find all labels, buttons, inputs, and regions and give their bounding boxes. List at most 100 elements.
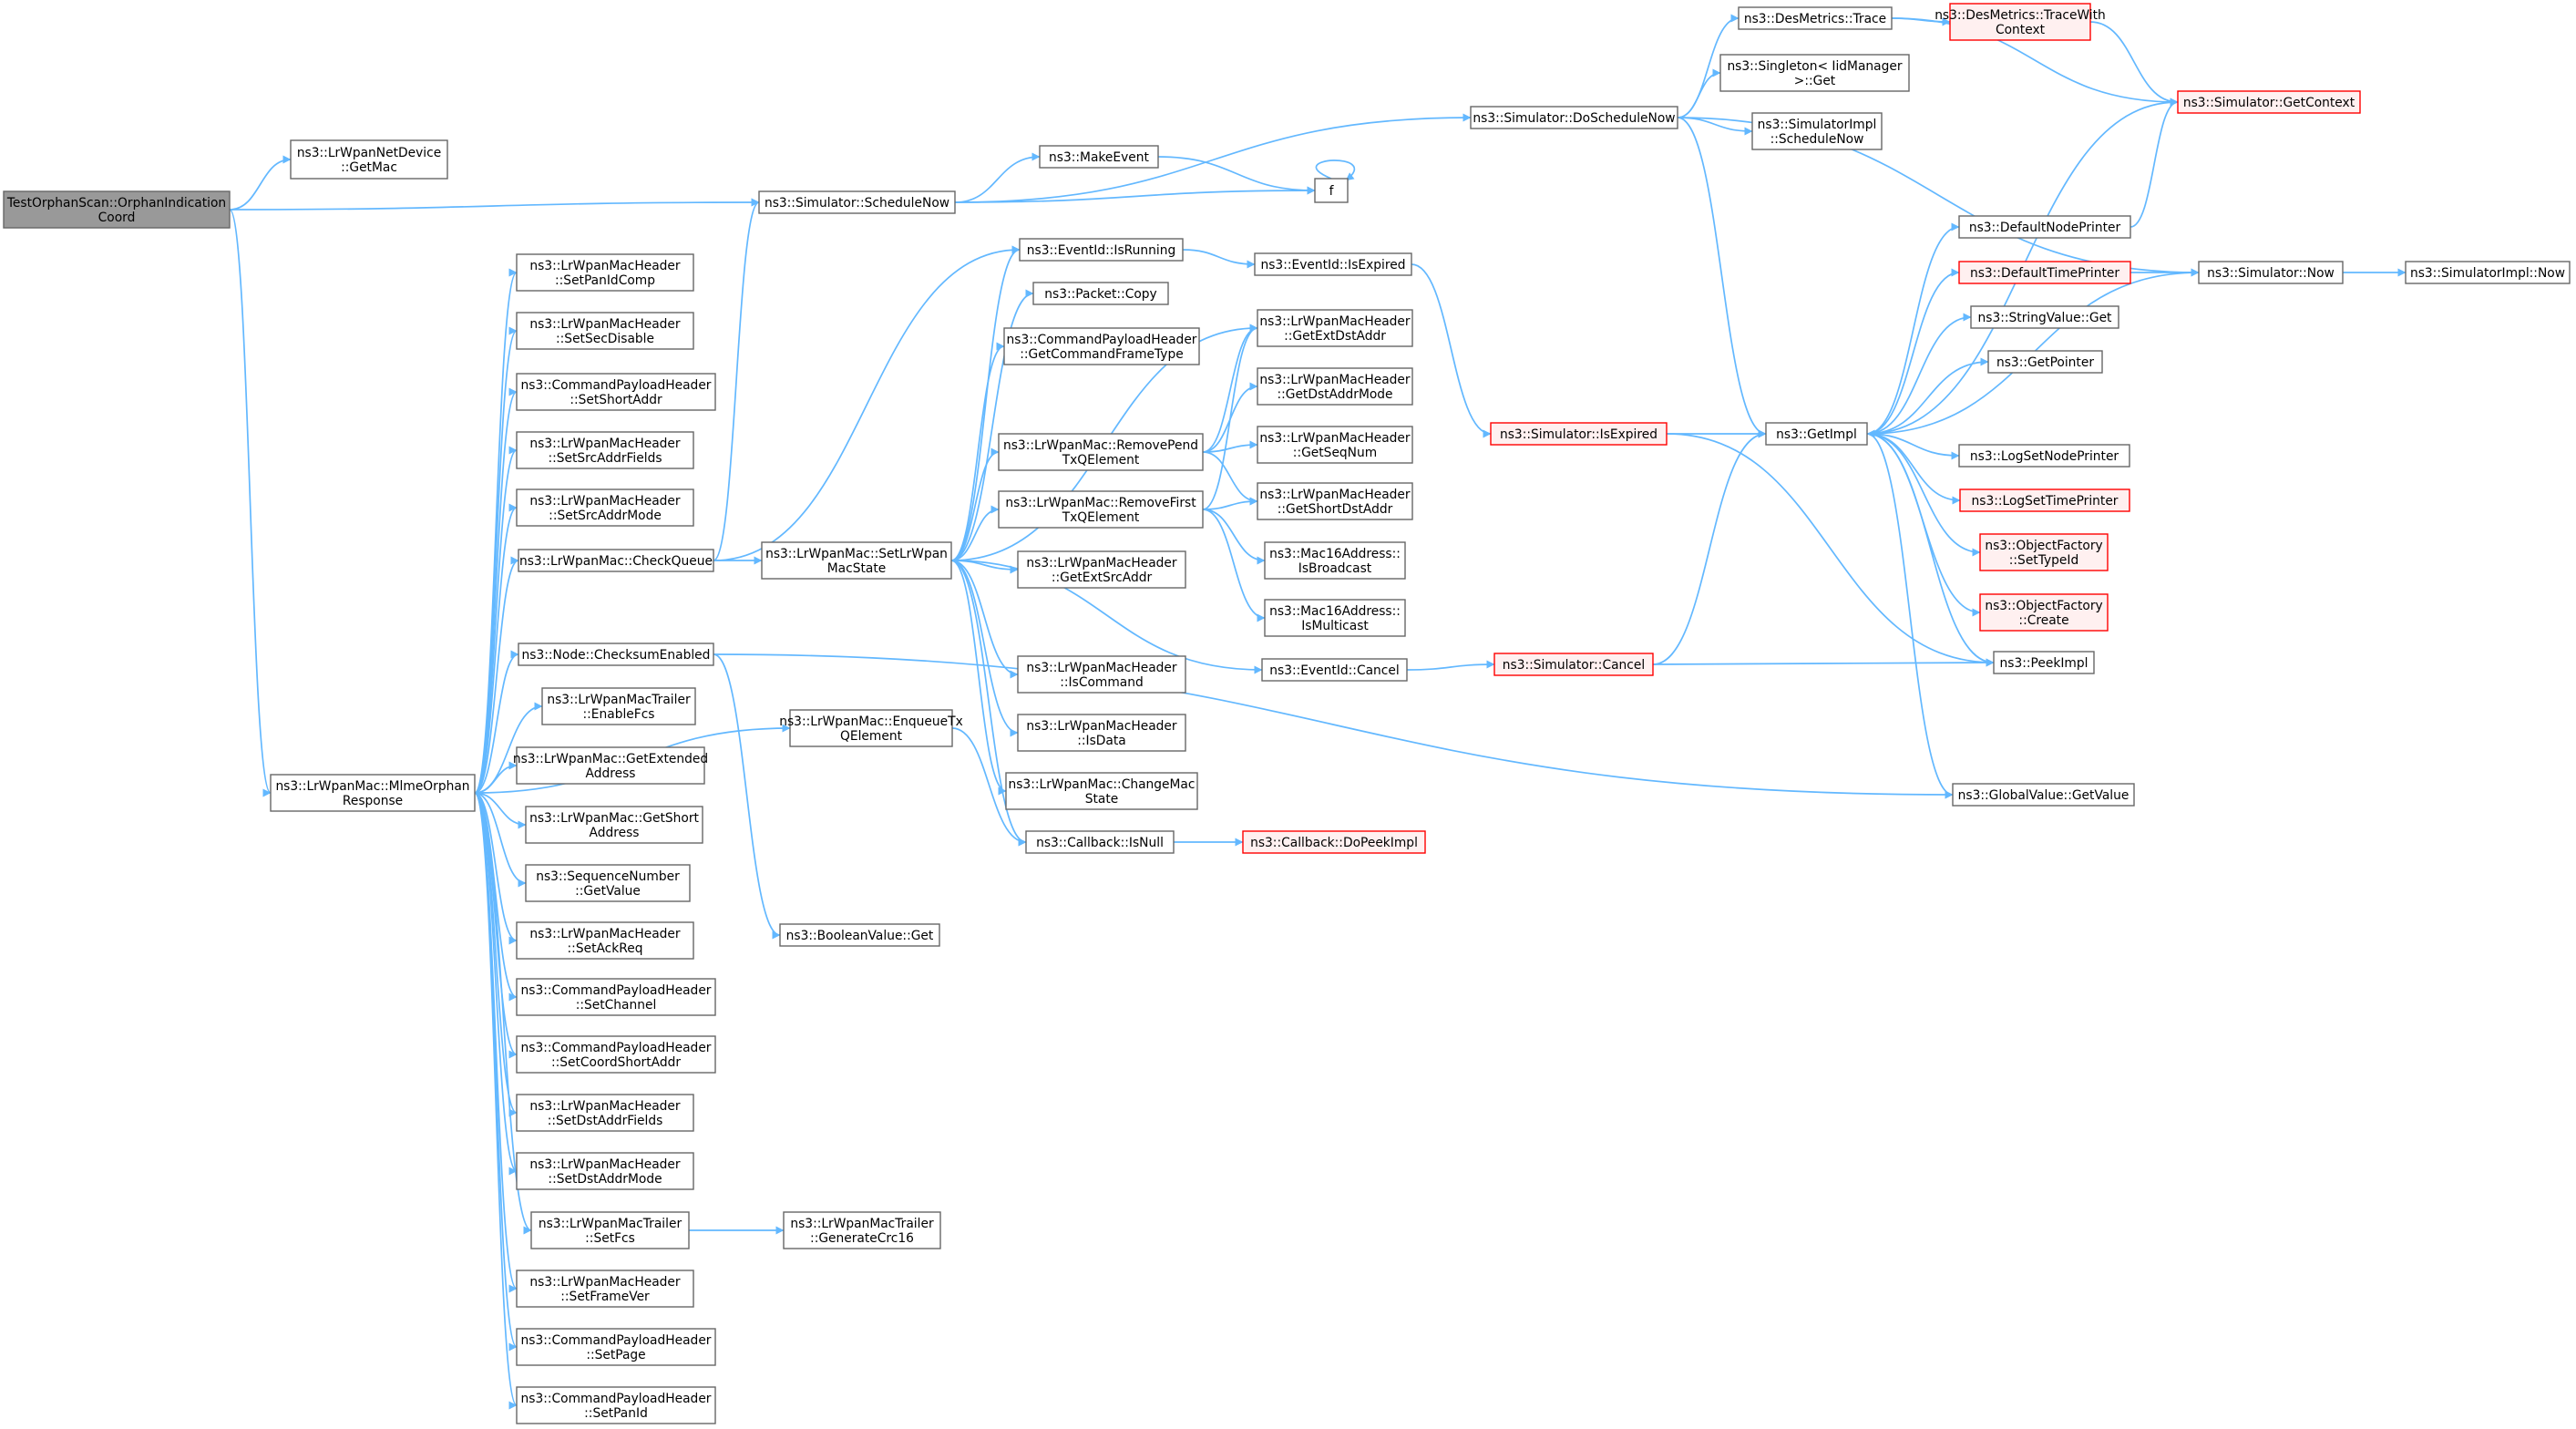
node-box[interactable] — [525, 806, 703, 844]
node-panidcomp[interactable]: ns3::LrWpanMacHeader::SetPanIdComp — [516, 253, 694, 292]
node-box[interactable] — [1003, 327, 1200, 365]
node-cbpeek[interactable]: ns3::Callback::DoPeekImpl — [1242, 830, 1426, 854]
node-box[interactable] — [516, 921, 694, 960]
node-extsrc[interactable]: ns3::LrWpanMacHeader::GetExtSrcAddr — [1017, 550, 1186, 589]
node-box[interactable] — [516, 253, 694, 292]
node-box[interactable] — [541, 687, 696, 725]
node-box[interactable] — [1264, 541, 1406, 580]
node-implnow[interactable]: ns3::SimulatorImpl::Now — [2405, 261, 2571, 284]
node-secdis[interactable]: ns3::LrWpanMacHeader::SetSecDisable — [516, 312, 694, 350]
node-evcancel[interactable]: ns3::EventId::Cancel — [1261, 658, 1408, 682]
node-box[interactable] — [516, 978, 716, 1016]
node-box[interactable] — [761, 541, 952, 580]
node-box[interactable] — [1257, 482, 1413, 520]
node-box[interactable] — [1493, 653, 1654, 676]
node-box[interactable] — [1979, 533, 2109, 571]
node-f[interactable]: f — [1314, 178, 1349, 203]
node-box[interactable] — [530, 1211, 690, 1249]
node-cmdshort[interactable]: ns3::CommandPayloadHeader::SetShortAddr — [516, 373, 716, 411]
node-singleton[interactable]: ns3::Singleton< IidManager>::Get — [1719, 54, 1910, 92]
node-box[interactable] — [1958, 215, 2131, 239]
node-box[interactable] — [783, 1211, 941, 1249]
node-isbcast[interactable]: ns3::Mac16Address::IsBroadcast — [1264, 541, 1406, 580]
node-box[interactable] — [1959, 488, 2130, 512]
node-box[interactable] — [1019, 238, 1184, 262]
node-coordshort[interactable]: ns3::CommandPayloadHeader::SetCoordShort… — [516, 1035, 716, 1074]
node-isdata[interactable]: ns3::LrWpanMacHeader::IsData — [1017, 714, 1186, 752]
node-box[interactable] — [1738, 6, 1893, 30]
node-pcopy[interactable]: ns3::Packet::Copy — [1032, 282, 1169, 305]
node-seqval[interactable]: ns3::SequenceNumber::GetValue — [525, 864, 691, 902]
node-create[interactable]: ns3::ObjectFactory::Create — [1979, 593, 2109, 632]
node-implsched[interactable]: ns3::SimulatorImpl::ScheduleNow — [1751, 112, 1883, 150]
node-box[interactable] — [525, 864, 691, 902]
node-box[interactable] — [2405, 261, 2571, 284]
node-dstmodeset[interactable]: ns3::LrWpanMacHeader::SetDstAddrMode — [516, 1152, 694, 1190]
node-box[interactable] — [1254, 252, 1412, 276]
node-lognode[interactable]: ns3::LogSetNodePrinter — [1958, 444, 2130, 468]
node-getimpl[interactable]: ns3::GetImpl — [1765, 422, 1868, 446]
node-box[interactable] — [1314, 178, 1349, 203]
node-extdst[interactable]: ns3::LrWpanMacHeader::GetExtDstAddr — [1257, 309, 1413, 347]
node-ismcast[interactable]: ns3::Mac16Address::IsMulticast — [1264, 599, 1406, 637]
node-box[interactable] — [516, 1152, 694, 1190]
node-peekimpl[interactable]: ns3::PeekImpl — [1993, 651, 2095, 674]
node-box[interactable] — [3, 190, 231, 229]
node-box[interactable] — [516, 1094, 694, 1132]
node-box[interactable] — [516, 1270, 694, 1308]
node-box[interactable] — [1470, 106, 1678, 129]
node-box[interactable] — [516, 1328, 716, 1366]
node-crc16[interactable]: ns3::LrWpanMacTrailer::GenerateCrc16 — [783, 1211, 941, 1249]
node-box[interactable] — [1017, 550, 1186, 589]
node-box[interactable] — [1987, 350, 2103, 374]
node-cbnull[interactable]: ns3::Callback::IsNull — [1025, 830, 1175, 854]
node-box[interactable] — [516, 431, 694, 469]
node-box[interactable] — [2198, 261, 2344, 284]
node-iscmd[interactable]: ns3::LrWpanMacHeader::IsCommand — [1017, 655, 1186, 694]
node-box[interactable] — [1958, 261, 2131, 284]
node-getptr[interactable]: ns3::GetPointer — [1987, 350, 2103, 374]
node-box[interactable] — [2177, 90, 2361, 114]
node-schednow[interactable]: ns3::Simulator::ScheduleNow — [758, 190, 956, 214]
node-box[interactable] — [1257, 367, 1413, 406]
node-box[interactable] — [1719, 54, 1910, 92]
node-box[interactable] — [1242, 830, 1426, 854]
node-ackreq[interactable]: ns3::LrWpanMacHeader::SetAckReq — [516, 921, 694, 960]
node-box[interactable] — [1032, 282, 1169, 305]
node-cmdframe[interactable]: ns3::CommandPayloadHeader::GetCommandFra… — [1003, 327, 1200, 365]
node-trace[interactable]: ns3::DesMetrics::Trace — [1738, 6, 1893, 30]
node-box[interactable] — [1949, 3, 2091, 41]
node-srcmode[interactable]: ns3::LrWpanMacHeader::SetSrcAddrMode — [516, 488, 694, 527]
node-checkq[interactable]: ns3::LrWpanMac::CheckQueue — [518, 549, 714, 572]
node-setpanid[interactable]: ns3::CommandPayloadHeader::SetPanId — [516, 1386, 716, 1424]
node-dstmode[interactable]: ns3::LrWpanMacHeader::GetDstAddrMode — [1257, 367, 1413, 406]
node-shortdst[interactable]: ns3::LrWpanMacHeader::GetShortDstAddr — [1257, 482, 1413, 520]
node-box[interactable] — [1025, 830, 1175, 854]
node-box[interactable] — [1257, 426, 1413, 464]
node-simnow[interactable]: ns3::Simulator::Now — [2198, 261, 2344, 284]
node-box[interactable] — [270, 774, 476, 812]
node-globget[interactable]: ns3::GlobalValue::GetValue — [1952, 783, 2135, 807]
node-box[interactable] — [789, 709, 953, 747]
node-box[interactable] — [758, 190, 956, 214]
node-box[interactable] — [1039, 145, 1159, 169]
node-box[interactable] — [1751, 112, 1883, 150]
node-doschednow[interactable]: ns3::Simulator::DoScheduleNow — [1470, 106, 1678, 129]
node-box[interactable] — [1261, 658, 1408, 682]
node-settypeid[interactable]: ns3::ObjectFactory::SetTypeId — [1979, 533, 2109, 571]
node-defnode[interactable]: ns3::DefaultNodePrinter — [1958, 215, 2131, 239]
node-box[interactable] — [1005, 772, 1198, 810]
node-setchan[interactable]: ns3::CommandPayloadHeader::SetChannel — [516, 978, 716, 1016]
node-simgetctx[interactable]: ns3::Simulator::GetContext — [2177, 90, 2361, 114]
node-isrunning[interactable]: ns3::EventId::IsRunning — [1019, 238, 1184, 262]
node-box[interactable] — [516, 746, 705, 785]
node-box[interactable] — [1979, 593, 2109, 632]
node-seqnum[interactable]: ns3::LrWpanMacHeader::GetSeqNum — [1257, 426, 1413, 464]
